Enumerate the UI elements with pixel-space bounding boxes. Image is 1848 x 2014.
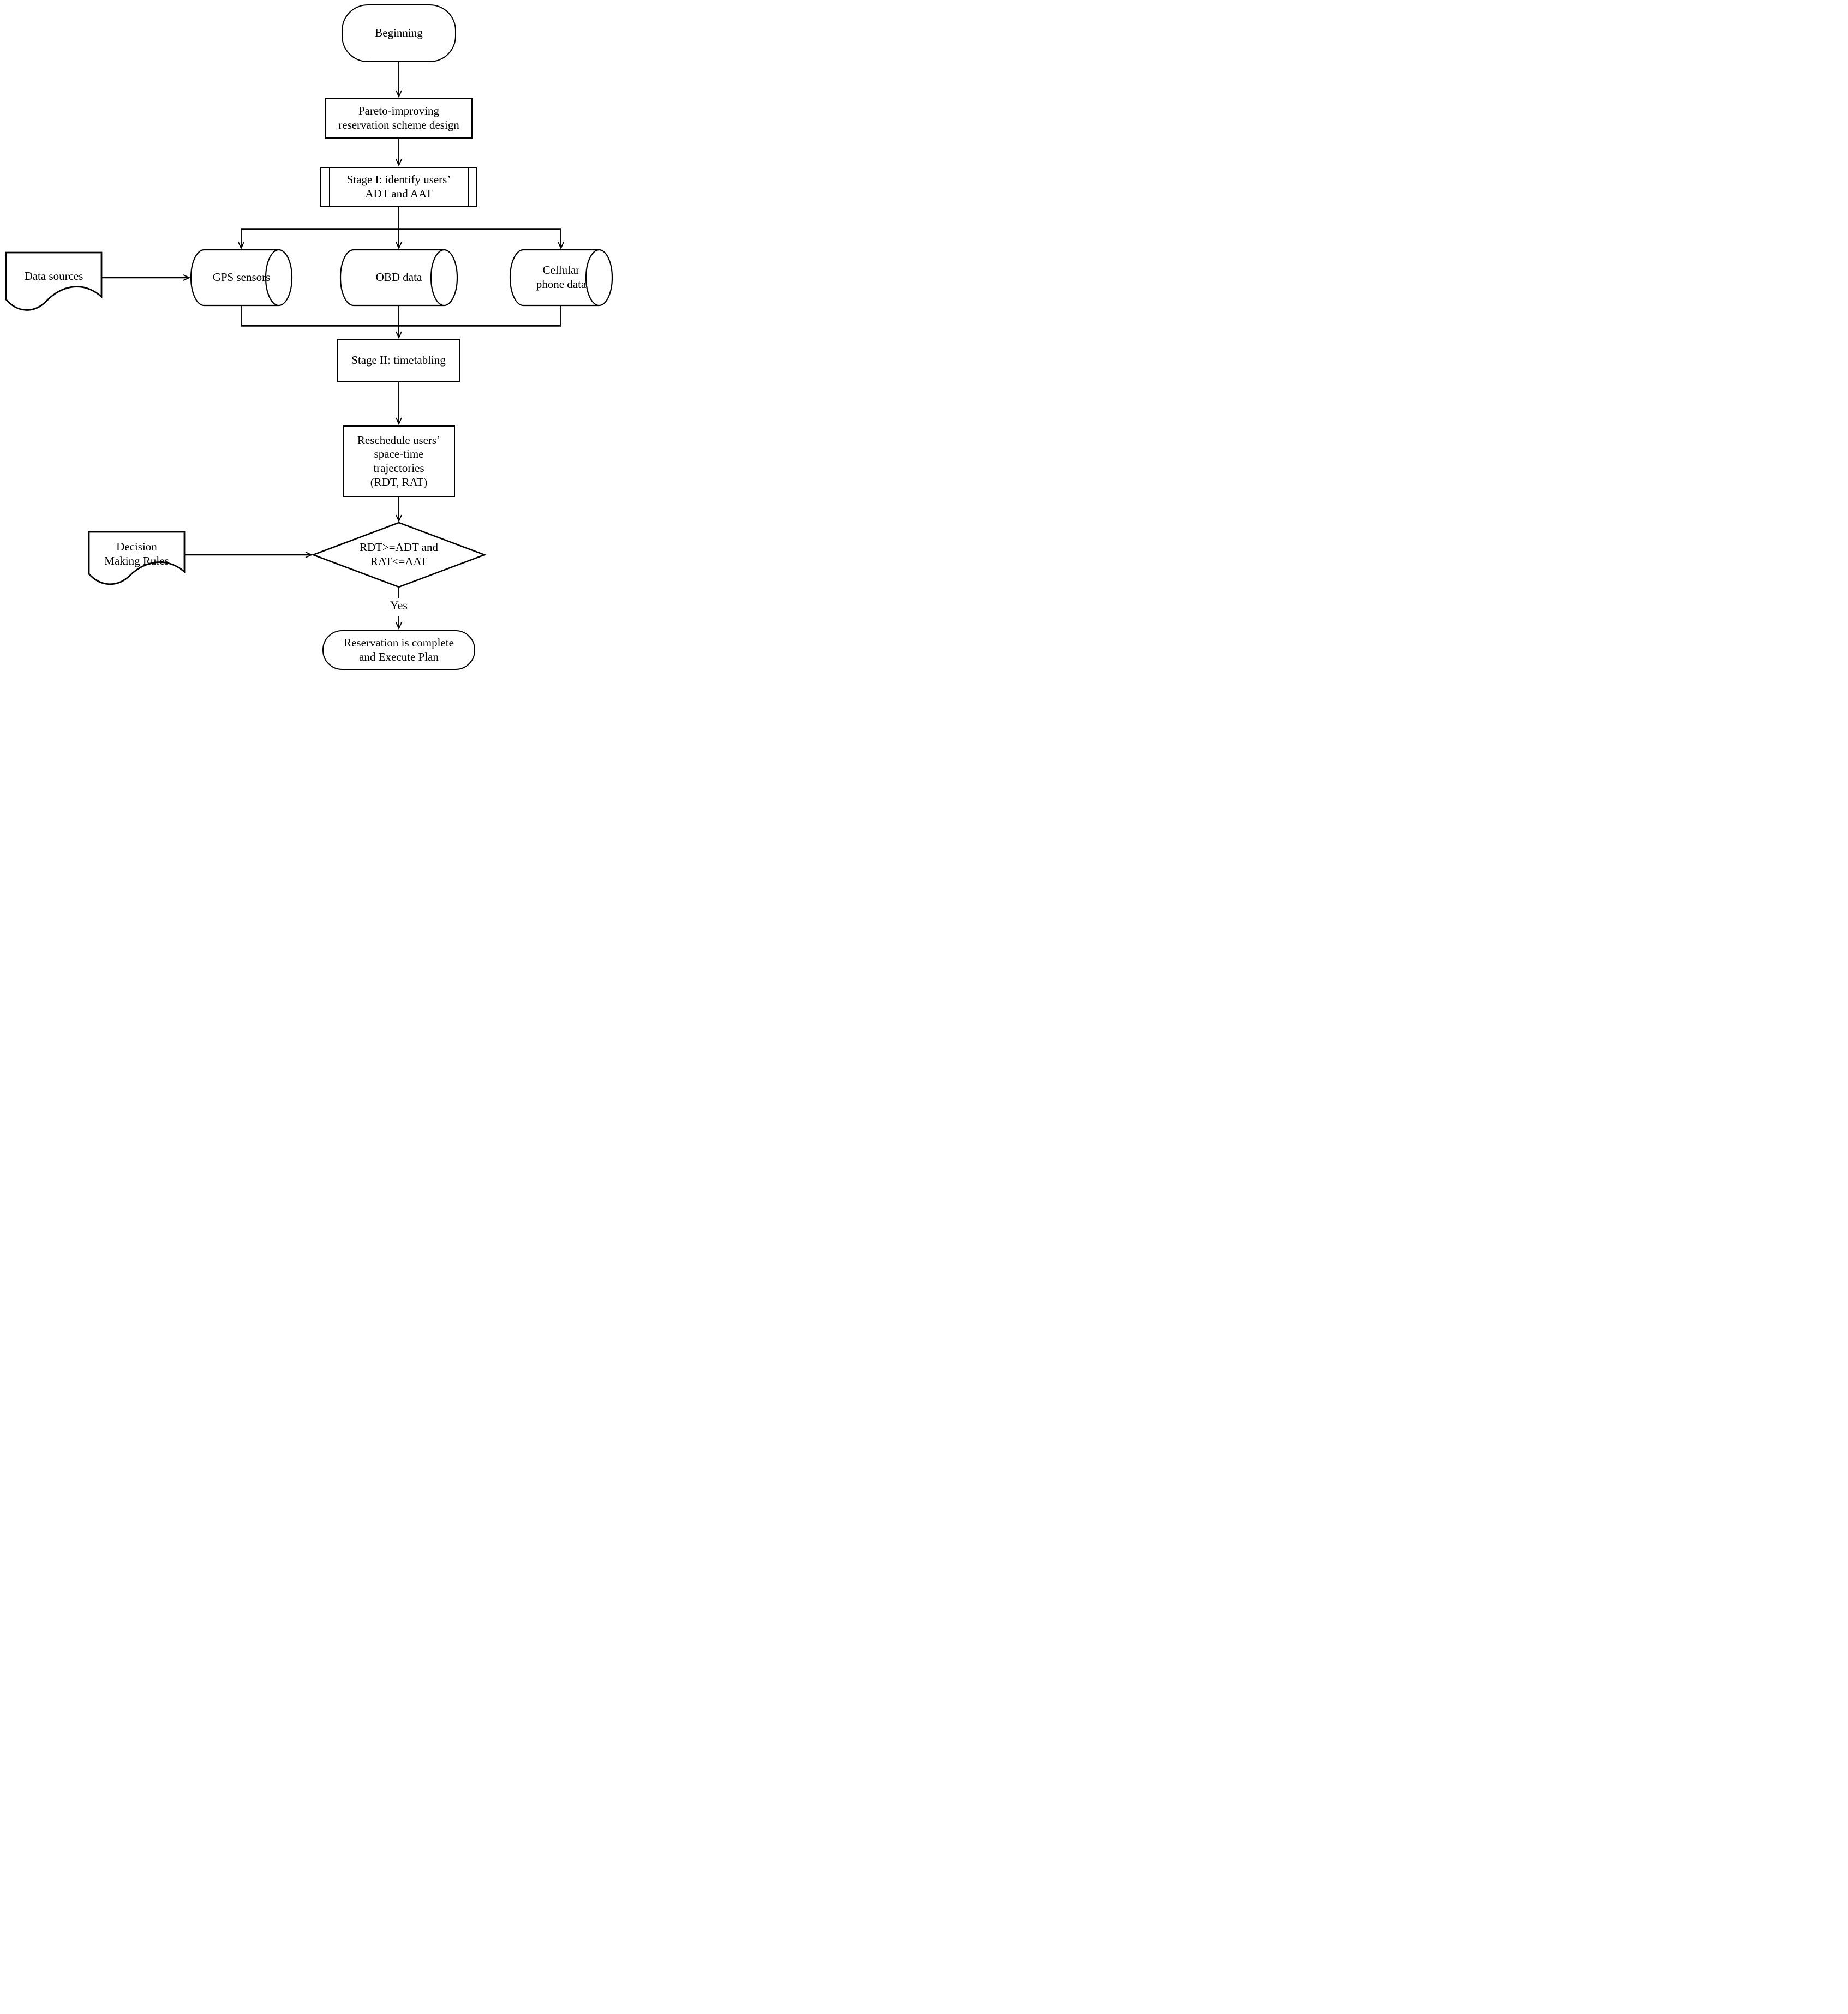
node-cellular-label: Cellular phone data xyxy=(536,263,587,291)
node-data-sources-label: Data sources xyxy=(24,269,83,283)
node-stage2: Stage II: timetabling xyxy=(337,339,460,382)
node-complete-label: Reservation is complete and Execute Plan xyxy=(344,636,454,663)
node-gps-label: GPS sensors xyxy=(212,271,271,284)
flowchart-connectors xyxy=(5,62,613,630)
flowchart: Beginning Pareto-improving reservation s… xyxy=(0,0,616,672)
node-stage2-label: Stage II: timetabling xyxy=(351,353,446,367)
node-beginning-label: Beginning xyxy=(375,26,423,40)
node-decision-rules-label: Decision Making Rules xyxy=(104,540,169,567)
stage1-left-bar xyxy=(329,168,331,206)
edge-label-yes: Yes xyxy=(390,598,408,612)
node-obd-label: OBD data xyxy=(375,271,422,284)
condition-diamond-shape xyxy=(311,522,487,588)
node-stage1: Stage I: identify users’ ADT and AAT xyxy=(320,167,477,207)
node-reschedule-label: Reschedule users’ space-time trajectorie… xyxy=(357,433,441,489)
decision-rules-document-shape xyxy=(88,531,186,585)
node-condition-label: RDT>=ADT and RAT<=AAT xyxy=(359,541,439,568)
cellular-cylinder-shape xyxy=(509,249,613,307)
node-pareto-design: Pareto-improving reservation scheme desi… xyxy=(325,98,473,139)
node-reschedule: Reschedule users’ space-time trajectorie… xyxy=(343,425,455,497)
node-complete: Reservation is complete and Execute Plan xyxy=(322,630,475,670)
node-stage1-label: Stage I: identify users’ ADT and AAT xyxy=(346,173,451,200)
stage1-right-bar xyxy=(467,168,469,206)
gps-cylinder-shape xyxy=(190,249,293,307)
data-sources-document-shape xyxy=(5,251,103,311)
obd-cylinder-shape xyxy=(339,249,458,307)
node-pareto-design-label: Pareto-improving reservation scheme desi… xyxy=(338,104,459,131)
node-beginning: Beginning xyxy=(342,4,456,62)
